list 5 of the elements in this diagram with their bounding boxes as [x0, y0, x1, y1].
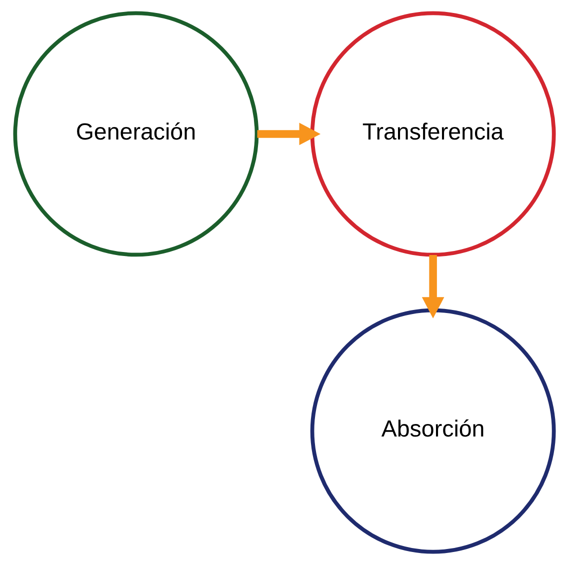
node-circle: Generación	[13, 11, 259, 257]
arrow	[422, 255, 444, 318]
arrow	[257, 122, 320, 146]
node-circle: Absorción	[310, 308, 556, 554]
node-circle: Transferencia	[310, 11, 556, 257]
